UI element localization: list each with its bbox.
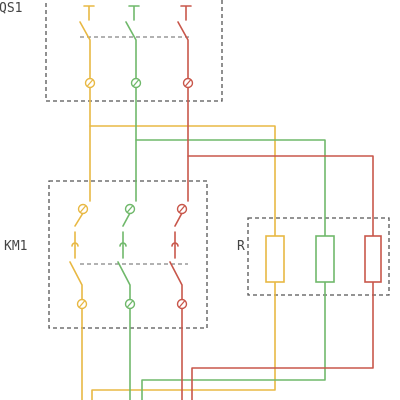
terminal-km1-c-bottom xyxy=(176,298,188,310)
r-label: R xyxy=(237,239,245,254)
resistor-c xyxy=(364,235,382,283)
qs1-terminals xyxy=(84,77,194,89)
km1-terminals xyxy=(71,203,188,310)
resistor-b xyxy=(315,235,335,283)
terminal-km1-c-top xyxy=(176,203,188,215)
terminal-qs1-a xyxy=(84,77,96,89)
km1-enclosure xyxy=(48,180,208,329)
phase-c-wiring xyxy=(169,5,374,400)
qs1-label: QS1 xyxy=(0,1,22,16)
phase-a-wiring xyxy=(69,5,276,400)
qs1-enclosure xyxy=(45,0,223,102)
terminal-km1-b-top xyxy=(124,203,136,215)
resistor-enclosure xyxy=(247,217,390,296)
terminal-km1-a-bottom xyxy=(76,298,88,310)
km1-label: KM1 xyxy=(4,239,27,254)
terminal-qs1-c xyxy=(182,77,194,89)
terminal-qs1-b xyxy=(130,77,142,89)
phase-b-wiring xyxy=(117,5,326,400)
terminal-km1-a-top xyxy=(77,203,89,215)
km1-b-contact-arc xyxy=(119,242,127,247)
resistor-a xyxy=(265,235,285,283)
terminal-km1-b-bottom xyxy=(124,298,136,310)
resistor-bank xyxy=(265,235,382,283)
km1-a-contact-arc xyxy=(71,242,79,247)
km1-c-contact-arc xyxy=(171,242,179,247)
